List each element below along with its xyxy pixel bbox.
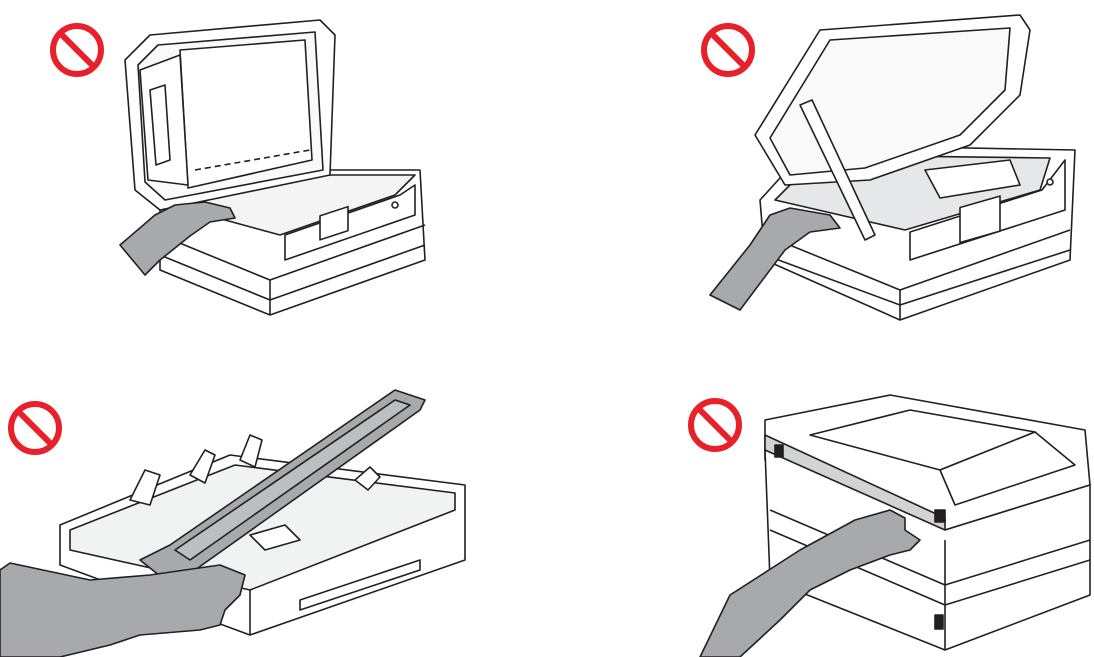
illustration-scanner-lid-open [50,19,426,316]
touchscreen [959,195,1001,244]
panel-paper-tray-cover [0,385,480,657]
hand-icon [0,562,246,657]
hand-icon [119,201,236,276]
illustration-paper-tray [0,389,466,657]
touchscreen [319,205,349,241]
prohibition-icon [50,23,104,77]
illustration-printer-closed [688,394,1091,657]
panel-printer-front-edge [680,390,1094,657]
hand-icon [709,207,841,311]
cover-support [799,99,876,241]
hand-icon [699,509,921,657]
prohibition-icon [688,398,742,452]
prohibition-icon [701,23,755,77]
panel-scanner-lid-open [30,10,450,330]
illustration-scanner-cover-raised [701,14,1076,321]
panel-scanner-cover-raised [690,10,1090,330]
prohibition-icon [8,401,62,455]
